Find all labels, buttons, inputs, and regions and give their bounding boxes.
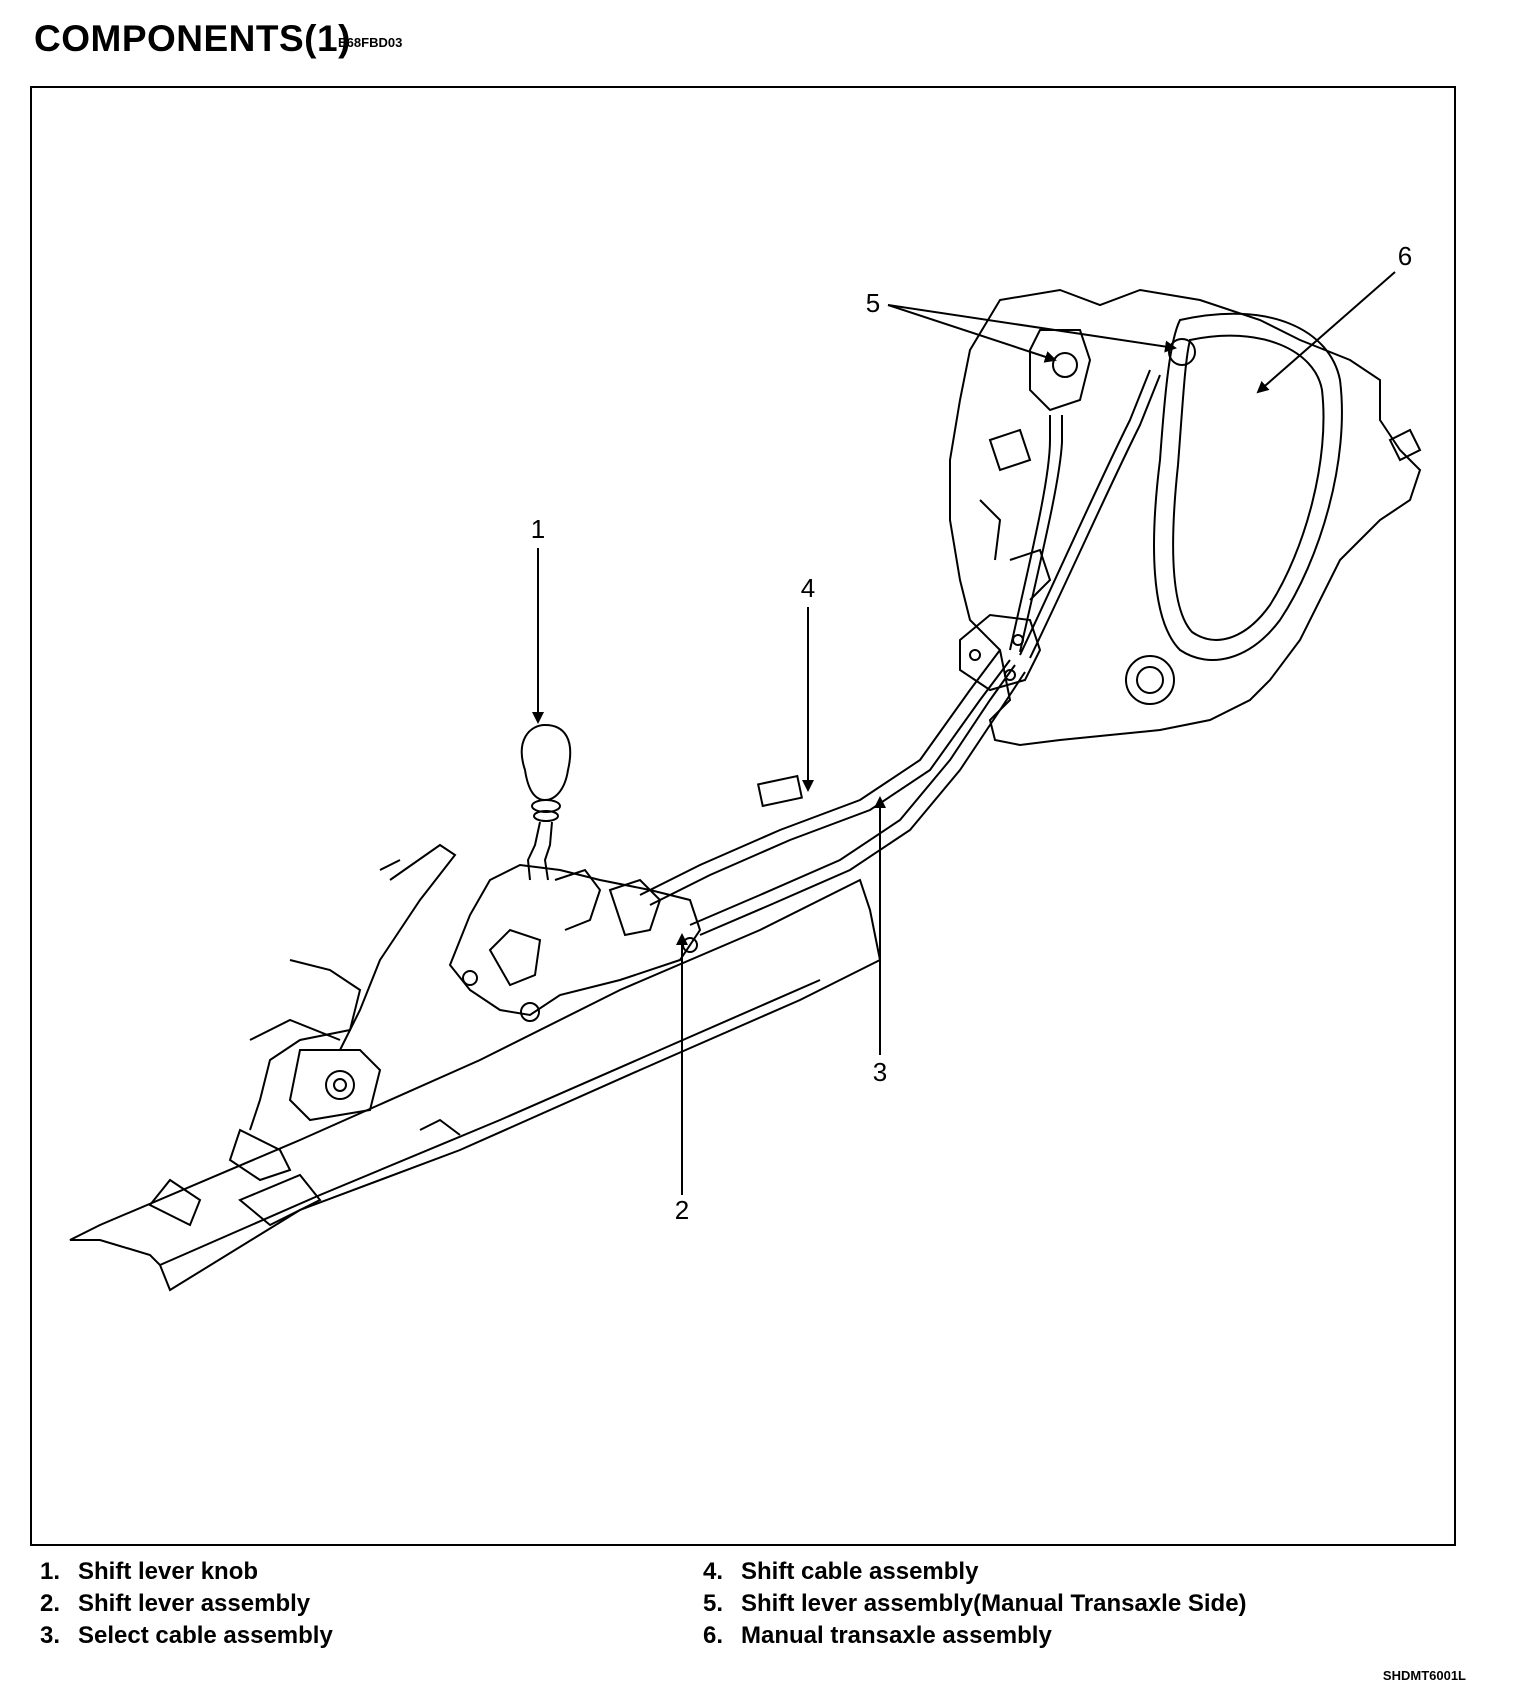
leader-arrow-6 <box>1256 271 1396 394</box>
legend-item-2: 2. Shift lever assembly <box>40 1590 310 1618</box>
legend-item-6: 6. Manual transaxle assembly <box>703 1622 1052 1650</box>
legend-number: 6. <box>703 1622 724 1649</box>
legend-label: Select cable assembly <box>78 1622 333 1649</box>
legend-number: 1. <box>40 1558 61 1585</box>
diagram-frame <box>30 86 1456 1546</box>
cables <box>639 369 1161 936</box>
callout-3: 3 <box>873 1057 887 1087</box>
legend-number: 5. <box>703 1590 724 1617</box>
legend-item-3: 3. Select cable assembly <box>40 1622 333 1650</box>
parking-brake <box>228 843 457 1182</box>
leader-arrow-5a <box>887 304 1057 363</box>
legend-number: 2. <box>40 1590 61 1617</box>
legend-label: Shift cable assembly <box>741 1558 979 1585</box>
legend-item-1: 1. Shift lever knob <box>40 1558 258 1586</box>
callout-6: 6 <box>1398 241 1412 271</box>
shift-lever-assembly <box>448 863 702 1022</box>
legend-label: Manual transaxle assembly <box>741 1622 1052 1649</box>
legend-label: Shift lever assembly <box>78 1590 311 1617</box>
page-title: COMPONENTS(1) <box>34 18 351 59</box>
legend-number: 3. <box>40 1622 61 1649</box>
shift-knob <box>520 723 572 881</box>
leader-arrow-5b <box>887 304 1177 353</box>
section-code: E68FBD03 <box>338 35 403 50</box>
callout-5: 5 <box>866 288 880 318</box>
legend-number: 4. <box>703 1558 724 1585</box>
floor-panel <box>69 878 882 1292</box>
legend-item-5: 5. Shift lever assembly(Manual Transaxle … <box>703 1590 1247 1618</box>
callout-2: 2 <box>675 1195 689 1225</box>
transaxle <box>949 288 1422 747</box>
callout-4: 4 <box>801 573 815 603</box>
figure-code: SHDMT6001L <box>1382 1668 1466 1683</box>
callout-1: 1 <box>531 514 545 544</box>
legend-label: Shift lever assembly(Manual Transaxle Si… <box>741 1590 1247 1617</box>
legend-item-4: 4. Shift cable assembly <box>703 1558 978 1586</box>
cable-bracket <box>959 613 1042 692</box>
legend-label: Shift lever knob <box>78 1558 259 1585</box>
